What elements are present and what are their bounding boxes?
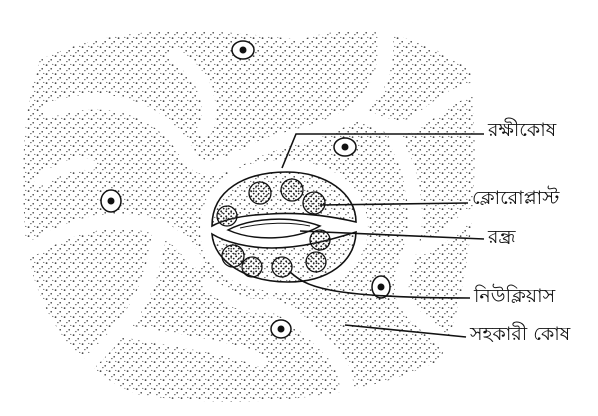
chloroplast: [303, 192, 325, 214]
chloroplast: [306, 252, 326, 272]
nucleus: [334, 138, 356, 156]
chloroplast: [242, 257, 262, 277]
label-chloroplast: ক্লোরোপ্লাস্ট: [472, 189, 559, 208]
label-pore: রন্ধ্র: [488, 228, 515, 247]
chloroplast: [272, 257, 292, 277]
chloroplast: [310, 230, 330, 250]
nucleus: [232, 41, 254, 59]
nucleus: [101, 190, 121, 212]
nucleus: [271, 320, 291, 338]
label-nucleus: নিউক্লিয়াস: [474, 287, 555, 306]
chloroplast: [281, 179, 303, 201]
label-subsidiary-cell: সহকারী কোষ: [470, 325, 570, 344]
chloroplast: [217, 206, 237, 226]
chloroplast: [249, 182, 271, 204]
chloroplast: [222, 245, 244, 267]
label-guard-cell: রক্ষীকোষ: [488, 121, 556, 140]
